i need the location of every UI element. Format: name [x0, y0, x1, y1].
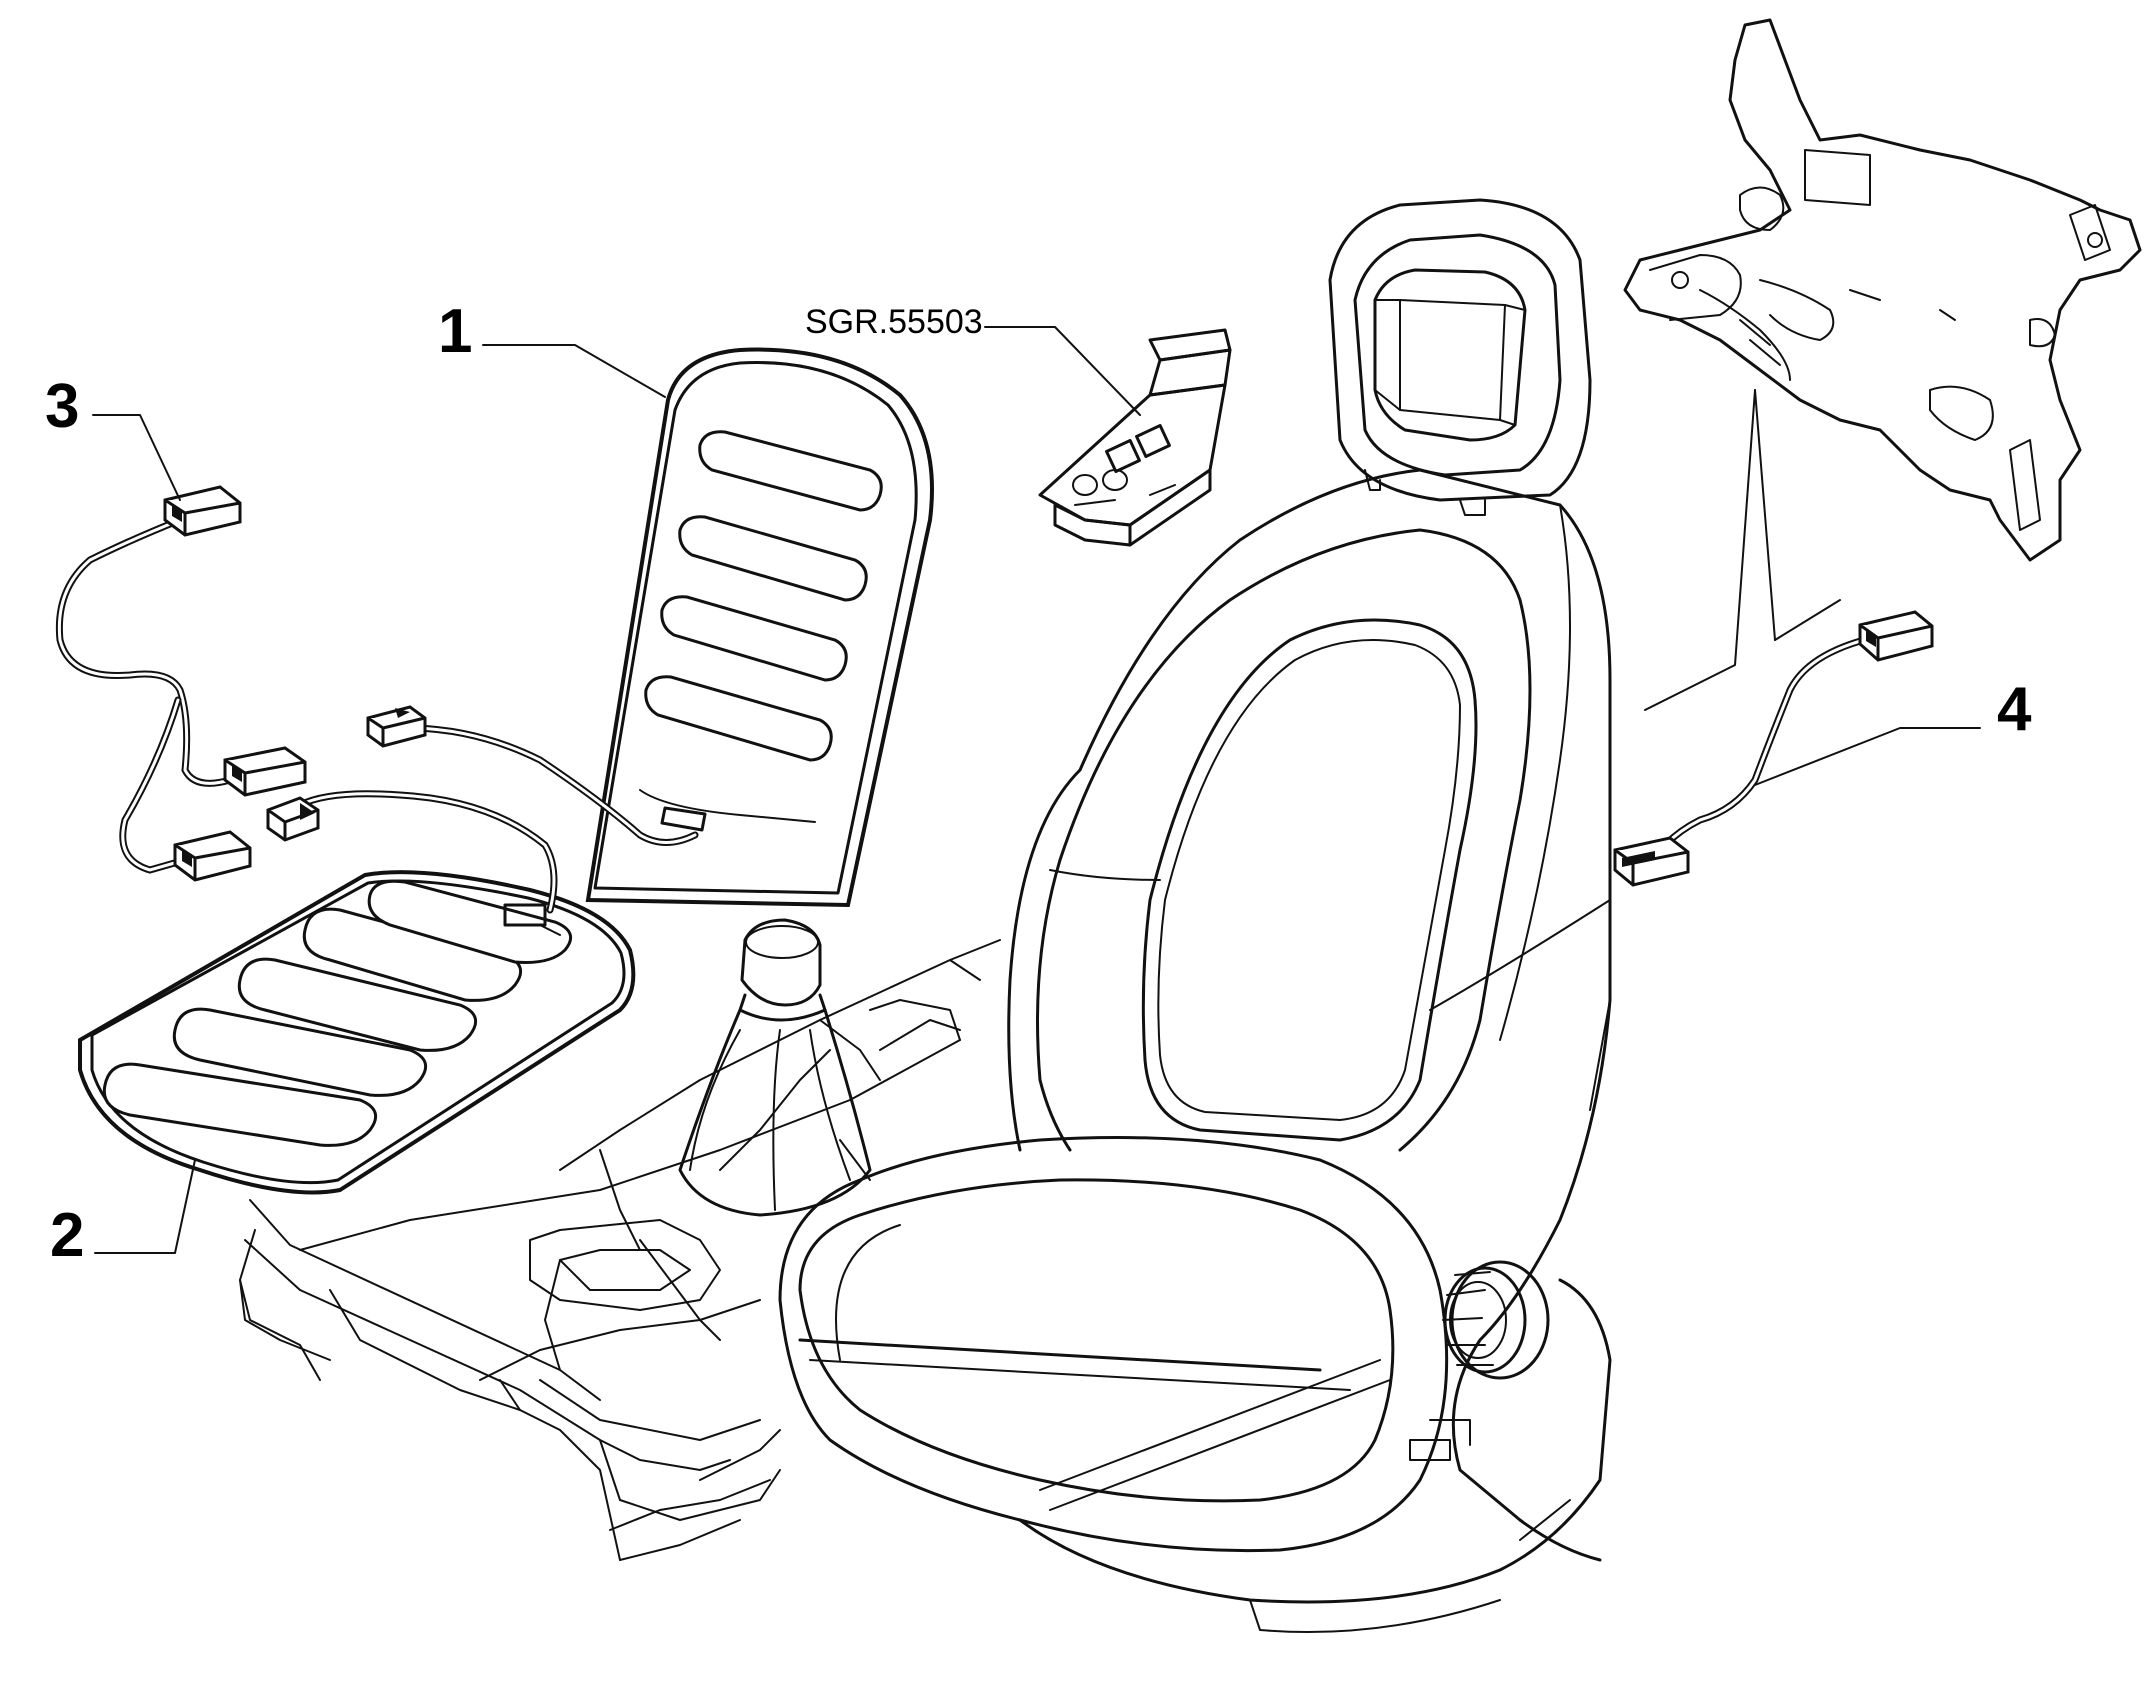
connector-4-top	[1858, 610, 1934, 662]
gear-shift-knob	[678, 918, 872, 1217]
callout-2: 2	[50, 1201, 84, 1270]
connector-pad-1	[366, 705, 427, 748]
connector-4-bottom	[1613, 836, 1690, 887]
harness-connectors	[163, 485, 427, 882]
connector-3-mid-b	[266, 796, 320, 842]
backrest-heating-pad	[585, 347, 934, 908]
connector-3-low	[173, 830, 252, 882]
seat-heating-switch	[1038, 328, 1232, 547]
seat-cushion-heating-pad	[78, 870, 636, 1195]
wiring-harness	[55, 516, 699, 914]
part-4-harness	[1613, 610, 1934, 887]
callout-3: 3	[45, 372, 79, 441]
connector-3-top	[163, 485, 242, 537]
seat	[778, 198, 1612, 1633]
callout-leaders	[92, 326, 1981, 1254]
recline-knob	[1442, 1260, 1550, 1380]
callout-4: 4	[1997, 675, 2032, 744]
seat-frame-bracket	[1623, 18, 2142, 562]
reference-code: SGR.55503	[805, 303, 983, 341]
center-console	[239, 939, 1001, 1561]
callout-1: 1	[438, 297, 472, 366]
bracket-leaders	[1644, 389, 1841, 711]
connector-3-mid-a	[223, 746, 307, 797]
